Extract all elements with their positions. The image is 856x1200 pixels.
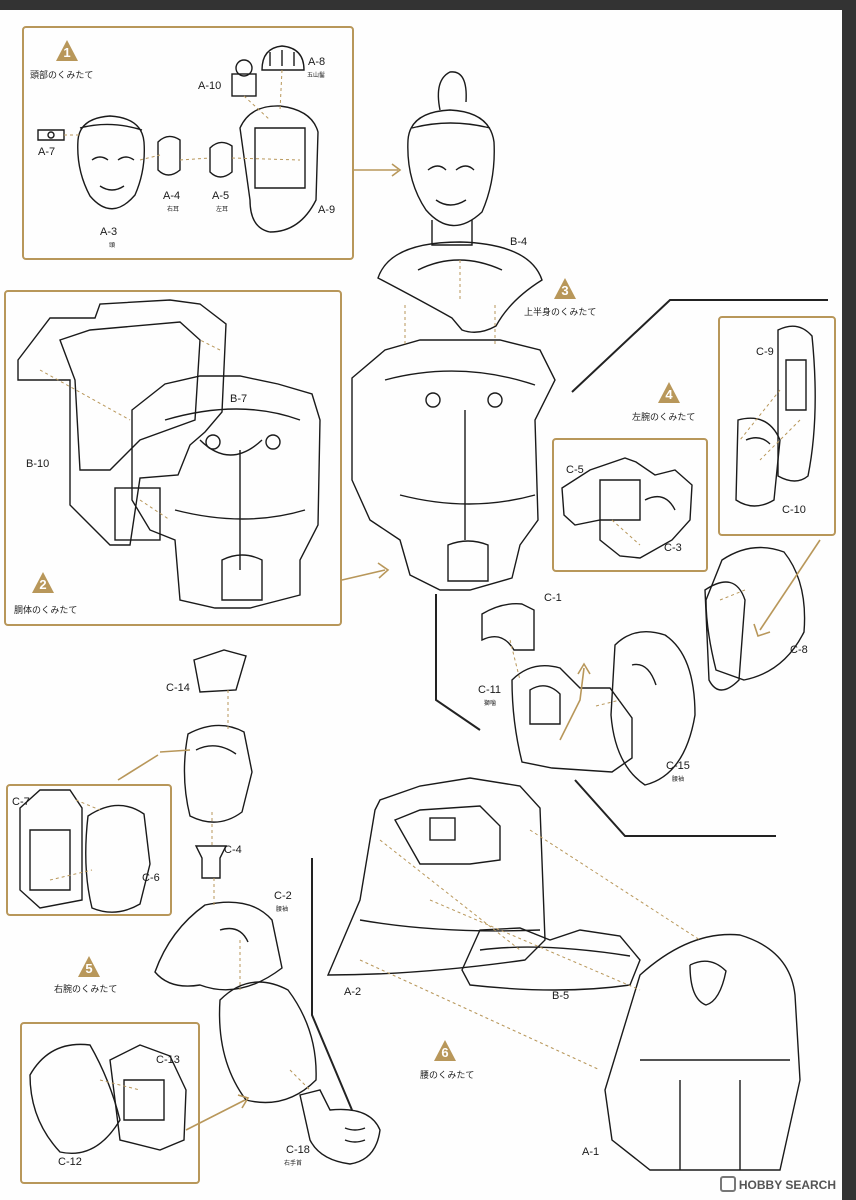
arm-part-c5-c3 — [561, 457, 693, 559]
part-sub-c2: 腰袖 — [276, 906, 289, 913]
stand-b5 — [461, 927, 641, 991]
step2-title: 胴体のくみたて — [14, 606, 78, 616]
part-label-b10: B-10 — [26, 458, 50, 470]
hobby-search-watermark: HOBBY SEARCH — [719, 1176, 836, 1192]
step1-box — [22, 26, 354, 260]
arm-part-c1 — [481, 603, 535, 651]
head-part-a7 — [37, 129, 65, 141]
assembled-torso — [351, 339, 556, 591]
step2-box — [4, 290, 342, 626]
step5-title: 右腕のくみたて — [54, 985, 118, 995]
footer-text: HOBBY SEARCH — [738, 1178, 836, 1192]
step3-number-badge: 3 — [554, 278, 576, 300]
part-label-a1: A-1 — [582, 1146, 600, 1158]
arm-part-c11 — [511, 665, 633, 773]
ear-a4 — [157, 135, 181, 176]
part-label-c11: C-11 — [478, 684, 502, 696]
part-sub-a3: 頭 — [109, 242, 116, 249]
part-label-c15: C-15 — [666, 760, 690, 772]
torso-front-b7 — [131, 375, 321, 609]
arm-part-c10 — [735, 417, 781, 507]
arm-part-c13-c12 — [29, 1043, 187, 1154]
part-label-b7: B-7 — [230, 393, 248, 405]
step3-title: 上半身のくみたて — [524, 308, 597, 318]
arm-part-c14 — [193, 649, 247, 693]
step4-inner-box-c9 — [718, 316, 836, 536]
part-label-b4: B-4 — [510, 236, 528, 248]
step5-inner-box-c13 — [20, 1022, 200, 1184]
part-label-c9: C-9 — [756, 346, 774, 358]
step4-title: 左腕のくみたて — [632, 413, 696, 423]
part-label-a4: A-4 — [163, 190, 181, 202]
arm-part-c9 — [777, 325, 816, 482]
step5-inner-box-c7 — [6, 784, 172, 916]
part-label-c6: C-6 — [142, 872, 160, 884]
part-label-c10: C-10 — [782, 504, 806, 516]
part-label-a2: A-2 — [344, 986, 362, 998]
part-label-c8: C-8 — [790, 644, 808, 656]
step5-number-badge: 5 — [78, 956, 100, 978]
step4-inner-box-c5 — [552, 438, 708, 572]
part-label-c12: C-12 — [58, 1156, 82, 1168]
step1-number-badge: 1 — [56, 40, 78, 62]
part-sub-a5: 左耳 — [216, 206, 229, 213]
arm-part-c8 — [704, 546, 806, 691]
part-label-c2: C-2 — [274, 890, 292, 902]
ear-a5 — [209, 141, 233, 178]
hair-a8 — [261, 45, 305, 71]
part-sub-c18: 右手首 — [284, 1160, 303, 1167]
assembled-head — [407, 71, 495, 246]
part-label-a9: A-9 — [318, 204, 336, 216]
part-label-c14: C-14 — [166, 682, 190, 694]
hobby-search-logo-icon — [719, 1176, 736, 1192]
hand-c18 — [299, 1089, 381, 1165]
waist-a2 — [326, 777, 546, 976]
part-label-c3: C-3 — [664, 542, 682, 554]
part-label-a5: A-5 — [212, 190, 230, 202]
arm-part-c15 — [610, 631, 696, 786]
head-part-a3 — [77, 115, 145, 210]
part-label-c1: C-1 — [544, 592, 562, 604]
part-label-b5: B-5 — [552, 990, 570, 1002]
part-label-c7: C-7 — [12, 796, 30, 808]
part-label-c18: C-18 — [286, 1144, 310, 1156]
step4-number-badge: 4 — [658, 382, 680, 404]
arm-part-sleeve — [218, 981, 317, 1104]
arm-part-c2 — [154, 901, 283, 991]
part-sub-a8: 五山髷 — [307, 72, 326, 79]
waist-assembled-a1 — [604, 933, 801, 1171]
part-label-a8: A-8 — [308, 56, 326, 68]
torso-back-b10 — [17, 299, 227, 546]
head-back-a9 — [239, 105, 319, 233]
part-label-a7: A-7 — [38, 146, 56, 158]
part-label-c13: C-13 — [156, 1054, 180, 1066]
step2-number-badge: 2 — [32, 572, 54, 594]
step6-title: 腰のくみたて — [420, 1071, 475, 1081]
part-sub-c15: 腰袖 — [672, 776, 685, 783]
part-sub-a4: 右耳 — [167, 206, 180, 213]
part-label-c5: C-5 — [566, 464, 584, 476]
part-label-a10: A-10 — [198, 80, 222, 92]
step1-title: 頭部のくみたて — [30, 71, 94, 81]
step6-number-badge: 6 — [434, 1040, 456, 1062]
part-sub-c11: 獅噛 — [484, 700, 497, 707]
part-label-c4: C-4 — [224, 844, 242, 856]
part-label-a3: A-3 — [100, 226, 118, 238]
arm-part-c4 — [194, 845, 228, 879]
arm-part-c7-c6 — [19, 789, 151, 913]
collar-b4 — [377, 241, 543, 333]
arm-part-c6-assembled — [183, 724, 253, 823]
